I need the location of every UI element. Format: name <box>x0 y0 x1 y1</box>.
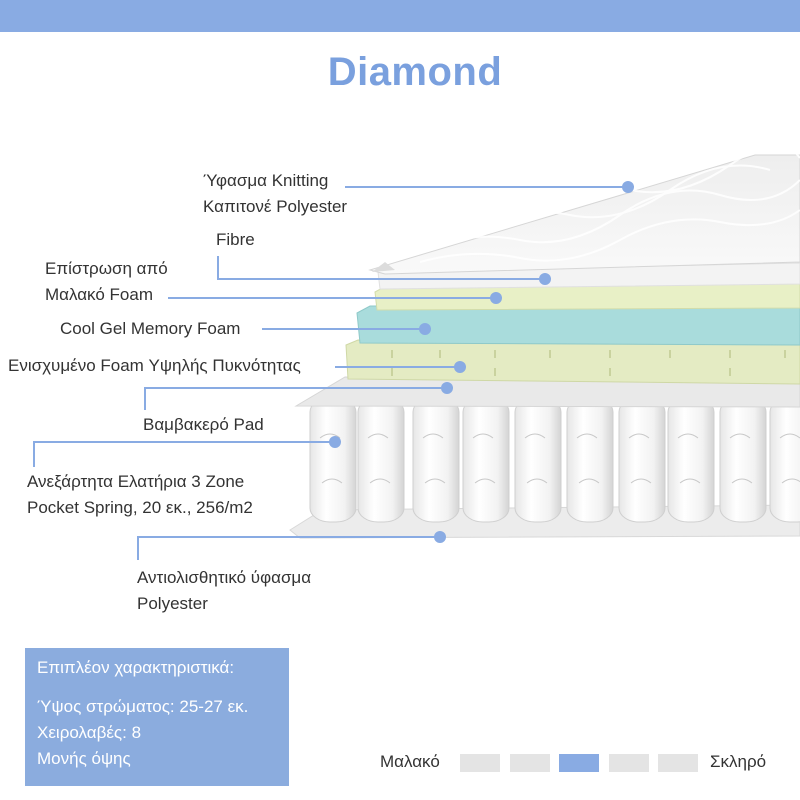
leader-lines <box>33 186 628 560</box>
label-line: Ενισχυμένο Foam Υψηλής Πυκνότητας <box>8 356 301 375</box>
product-title: Diamond <box>327 50 503 94</box>
label-line: Fibre <box>216 230 255 249</box>
features-box: Επιπλέον χαρακτηριστικά: Ύψος στρώματος:… <box>25 648 289 786</box>
spring-pocket <box>769 397 800 523</box>
leader-bottom <box>137 536 440 560</box>
label-line: Καπιτονέ Polyester <box>203 197 348 216</box>
spring-seam <box>779 433 800 484</box>
spring-pocket <box>412 397 460 523</box>
quilted-top-layer <box>368 154 800 275</box>
label-knitting-fabric: Ύφασμα Knitting Καπιτονέ Polyester <box>203 168 347 220</box>
spring-pocket <box>719 397 767 523</box>
label-line: Polyester <box>137 594 208 613</box>
label-high-density-foam: Ενισχυμένο Foam Υψηλής Πυκνότητας <box>8 353 301 379</box>
spring-pocket <box>618 397 666 523</box>
label-cool-gel-foam: Cool Gel Memory Foam <box>60 316 240 342</box>
spring-seam <box>628 433 652 484</box>
features-heading: Επιπλέον χαρακτηριστικά: <box>37 658 235 677</box>
label-pocket-springs: Ανεξάρτητα Ελατήρια 3 Zone Pocket Spring… <box>27 469 253 521</box>
spring-seam <box>524 433 548 484</box>
spring-pocket <box>357 397 405 523</box>
feature-item: Χειρολαβές: 8 <box>37 723 142 742</box>
leader-springs <box>33 441 335 467</box>
firmness-level-2 <box>510 754 550 772</box>
feature-item: Ύψος στρώματος: 25-27 εκ. <box>37 697 249 716</box>
label-line: Pocket Spring, 20 εκ., 256/m2 <box>27 498 253 517</box>
cool-gel-foam-layer <box>356 303 800 346</box>
top-color-band <box>0 0 800 32</box>
label-line: Ύφασμα Knitting <box>203 171 329 190</box>
spring-seam <box>677 433 701 484</box>
label-line: Cool Gel Memory Foam <box>60 319 241 338</box>
label-line: Επίστρωση από <box>45 259 168 278</box>
firmness-level-3 <box>559 754 599 772</box>
pocket-springs-layer <box>309 397 800 523</box>
firmness-hard-label: Σκληρό <box>710 752 767 771</box>
label-cotton-pad: Βαμβακερό Pad <box>143 412 264 438</box>
feature-item: Μονής όψης <box>37 749 131 768</box>
spring-pocket <box>667 397 715 523</box>
label-line: Βαμβακερό Pad <box>143 415 264 434</box>
leader-dots <box>329 181 634 543</box>
leader-fibre <box>217 256 545 280</box>
firmness-level-5 <box>658 754 698 772</box>
firmness-soft-label: Μαλακό <box>380 752 440 771</box>
spring-seam <box>472 433 496 484</box>
spring-pocket <box>566 397 614 523</box>
spring-pocket <box>462 397 510 523</box>
label-line: Αντιολισθητικό ύφασμα <box>137 568 312 587</box>
firmness-level-4 <box>609 754 649 772</box>
spring-seam <box>576 433 600 484</box>
foam-slits <box>391 350 786 376</box>
firmness-level-1 <box>460 754 500 772</box>
label-line: Μαλακό Foam <box>45 285 153 304</box>
spring-seam <box>367 433 391 484</box>
spring-pocket <box>309 397 357 523</box>
high-density-foam-layer <box>345 339 800 385</box>
label-line: Ανεξάρτητα Ελατήρια 3 Zone <box>27 472 245 491</box>
spring-pocket <box>514 397 562 523</box>
spring-seam <box>319 433 343 484</box>
spring-seam <box>422 433 446 484</box>
label-soft-foam: Επίστρωση από Μαλακό Foam <box>45 256 168 308</box>
leader-cotton-pad <box>144 387 447 410</box>
label-fibre: Fibre <box>216 227 255 253</box>
label-anti-slip-fabric: Αντιολισθητικό ύφασμα Polyester <box>137 565 311 617</box>
cotton-pad-layer <box>294 376 800 408</box>
spring-seam <box>729 433 753 484</box>
